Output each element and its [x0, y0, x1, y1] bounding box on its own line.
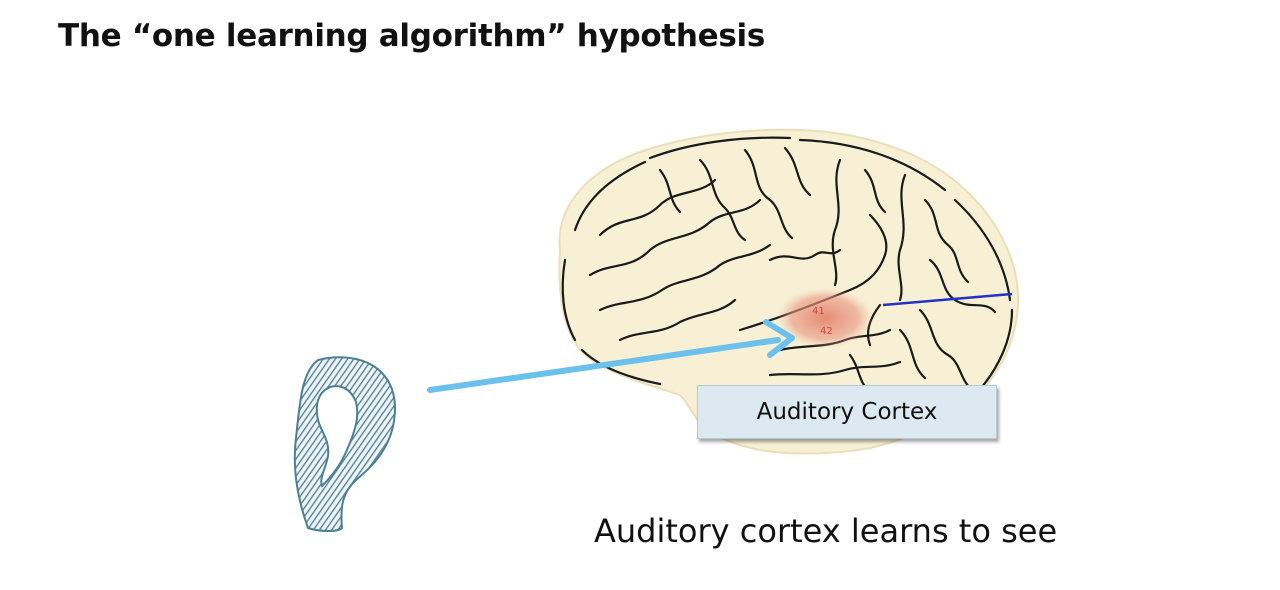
- area-42-label: 42: [820, 326, 833, 337]
- ear-icon: [293, 356, 397, 532]
- arrow-right-icon: [427, 319, 795, 393]
- nerve-line: [882, 292, 1013, 307]
- slide-caption: Auditory cortex learns to see: [594, 512, 1058, 550]
- auditory-region-highlight: [777, 288, 873, 348]
- slide-title: The “one learning algorithm” hypothesis: [58, 18, 766, 54]
- auditory-cortex-label-box: Auditory Cortex: [697, 385, 997, 439]
- auditory-cortex-label: Auditory Cortex: [756, 399, 938, 425]
- area-41-label: 41: [812, 306, 825, 317]
